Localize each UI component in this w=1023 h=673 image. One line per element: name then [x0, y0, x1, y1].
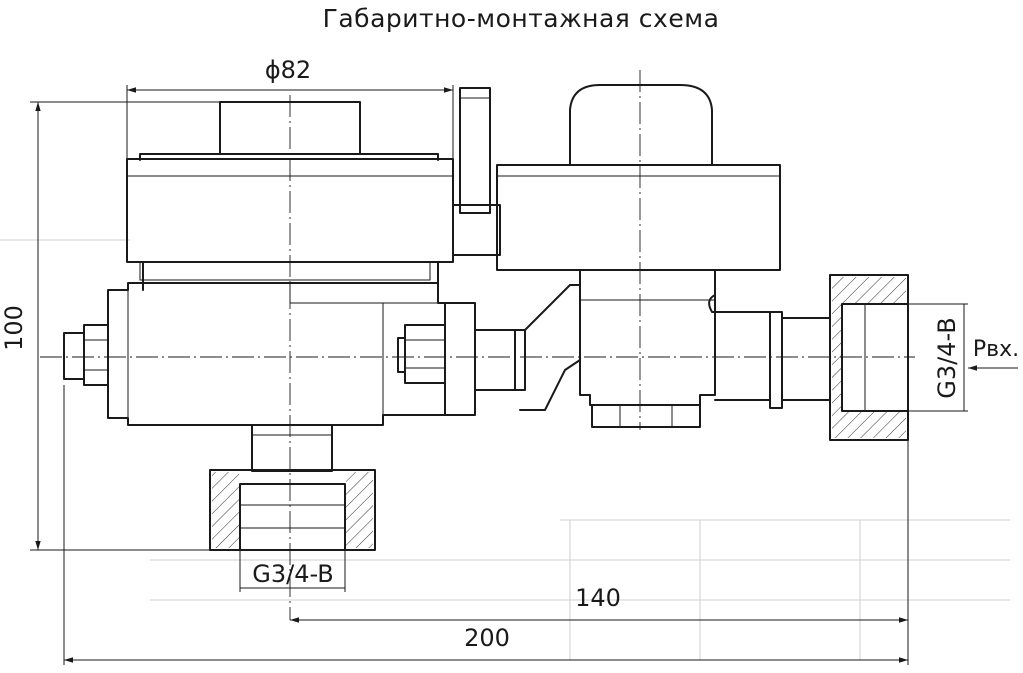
length-140-label: 140: [575, 584, 621, 612]
bottom-outlet-nut: [209, 424, 376, 551]
right-inlet-nut: [829, 274, 909, 441]
dimension-lines: [30, 85, 1018, 665]
bottom-thread-label: G3/4-B: [252, 560, 334, 588]
regulator-body: [496, 84, 831, 428]
right-thread-label: G3/4-B: [933, 317, 961, 399]
inlet-pressure-label: Рвх.: [973, 337, 1019, 362]
meter-body: [63, 101, 454, 426]
scan-background-lines: [0, 239, 1010, 660]
height-label: 100: [0, 305, 28, 351]
diameter-label: ϕ82: [265, 56, 311, 84]
drawing-title: Габаритно-монтажная схема: [323, 4, 720, 33]
middle-connector: [397, 87, 526, 416]
center-lines: [40, 70, 915, 620]
length-200-label: 200: [464, 624, 510, 652]
